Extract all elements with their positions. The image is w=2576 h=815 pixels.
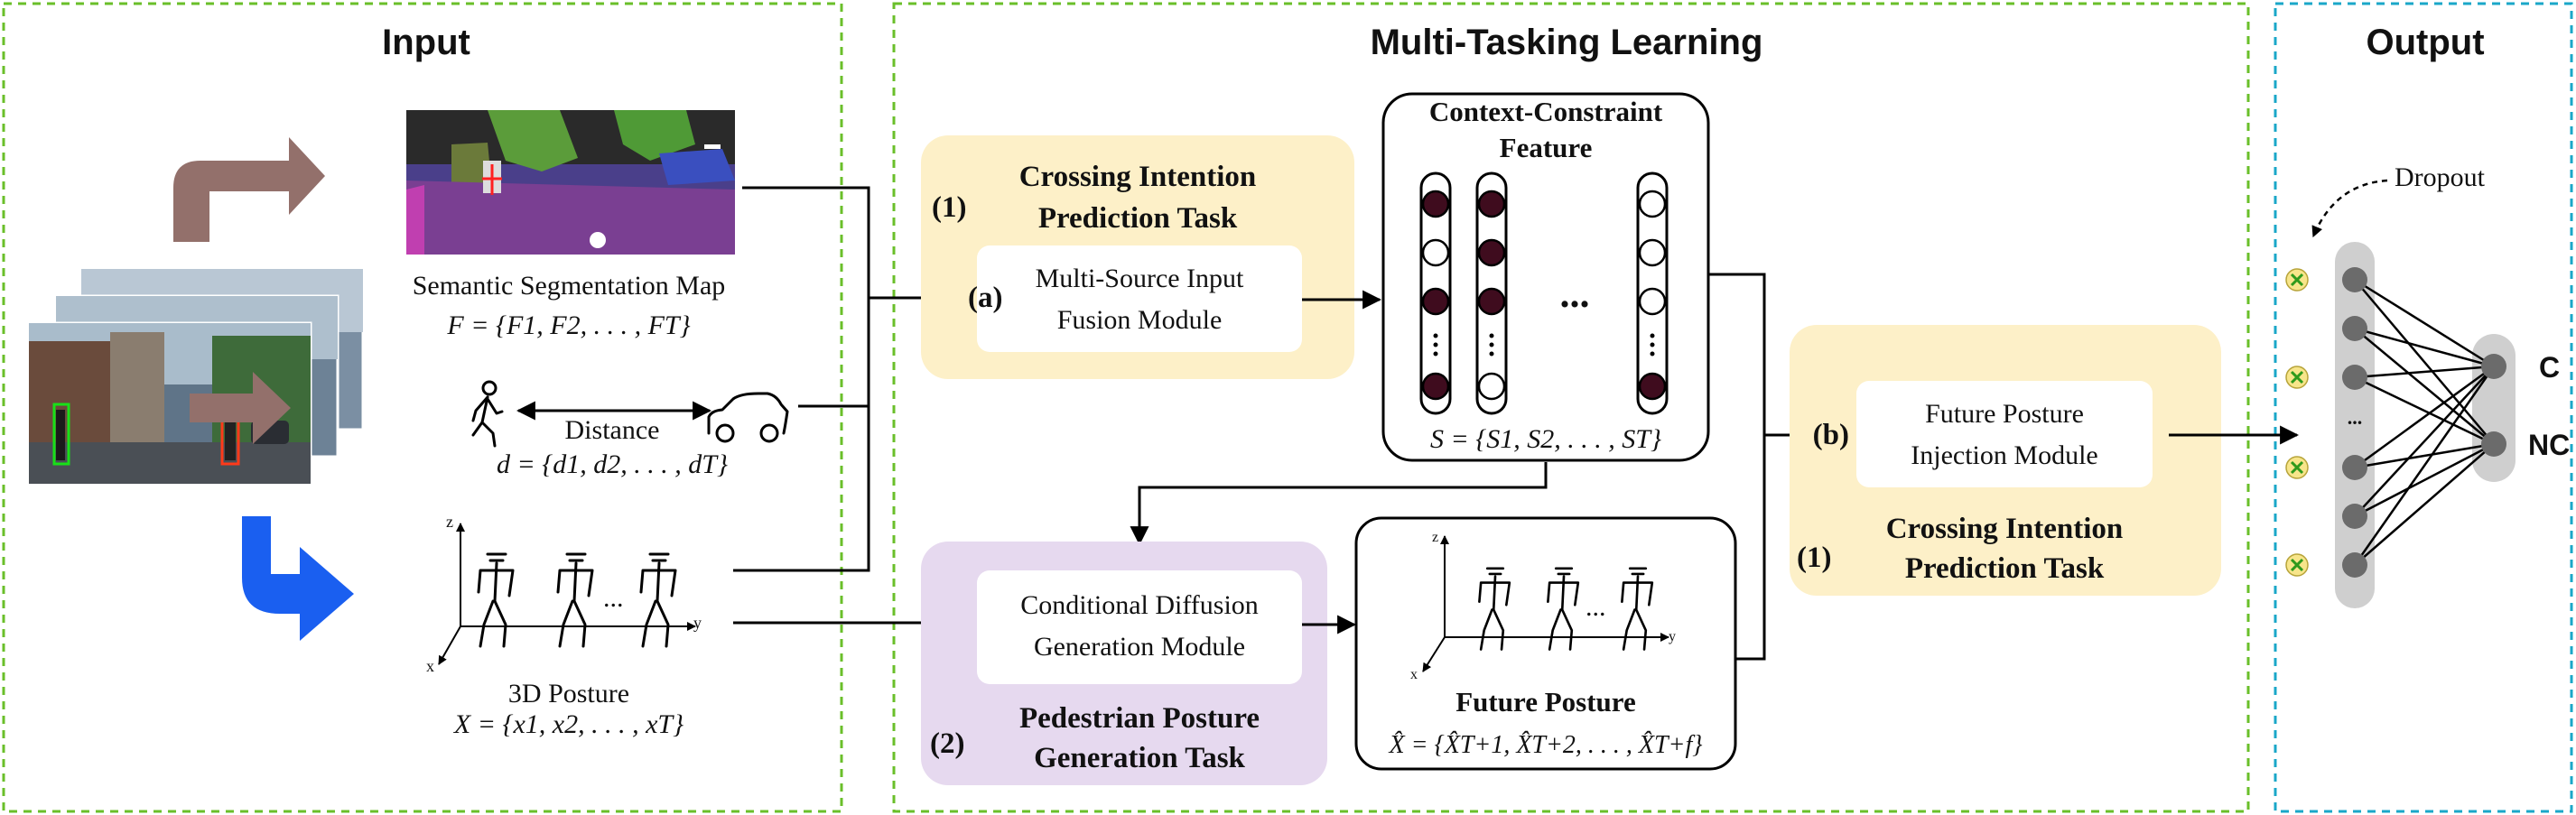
seg-label: Semantic Segmentation Map	[413, 271, 726, 301]
context-to-diffusion-wire	[1130, 462, 1548, 546]
future-posture-box	[1354, 516, 1737, 771]
feature-column-1	[1419, 171, 1452, 415]
task2-title-1: Pedestrian Posture	[1019, 702, 1260, 735]
task1-title-1: Crossing Intention	[1019, 161, 1257, 193]
future-title: Future Posture	[1455, 686, 1635, 718]
dropout-label: Dropout	[2395, 162, 2486, 192]
class-c-label: C	[2539, 351, 2560, 384]
feature-column-3	[1636, 171, 1669, 415]
fusion-letter: (a)	[968, 282, 1002, 314]
context-feature-box	[1381, 92, 1710, 462]
output-panel	[2274, 2, 2573, 813]
future-ellipsis: ...	[1586, 592, 1606, 622]
fusion-label-2: Fusion Module	[1057, 305, 1223, 335]
output-title: Output	[2366, 23, 2484, 62]
distance-formula: d = {d1, d2, . . . , dT}	[497, 449, 728, 479]
future-axis-z: z	[1432, 530, 1438, 545]
fusion-label-1: Multi-Source Input	[1036, 264, 1244, 293]
injection-module	[1856, 381, 2153, 487]
output-nodes	[2481, 354, 2506, 457]
seg-branch-arrow	[173, 137, 325, 242]
posture-axes	[438, 523, 696, 665]
diffusion-label-2: Generation Module	[1034, 632, 1245, 662]
segmentation-map	[406, 110, 735, 255]
posture-skeleton-2	[556, 552, 594, 648]
task1b-number: (1)	[1797, 542, 1831, 574]
future-axis-x: x	[1410, 667, 1418, 682]
injection-label-1: Future Posture	[1925, 399, 2084, 429]
mtl-panel	[892, 2, 2250, 813]
input-title: Input	[382, 23, 470, 62]
context-formula: S = {S1, S2, . . . , ST}	[1430, 424, 1661, 454]
car-icon	[707, 392, 789, 443]
posture-axis-z: z	[446, 513, 453, 531]
posture-skeleton-3	[639, 552, 677, 648]
task2-title-2: Generation Task	[1034, 742, 1245, 774]
diffusion-module	[977, 570, 1302, 684]
injection-label-2: Injection Module	[1911, 440, 2097, 470]
context-title-1: Context-Constraint	[1429, 96, 1663, 127]
seg-formula: F = {F1, F2, . . . , FT}	[446, 310, 690, 340]
hidden-ellipsis: ...	[2348, 406, 2363, 429]
future-formula: X̂ = {X̂T+1, X̂T+2, . . . , X̂T+f}	[1389, 731, 1703, 759]
task1b-title-1: Crossing Intention	[1886, 513, 2124, 545]
mtl-title: Multi-Tasking Learning	[1371, 23, 1763, 62]
video-frames	[27, 267, 365, 486]
posture-skeleton-1	[477, 552, 515, 648]
distance-branch-arrow	[190, 372, 291, 444]
dropout-arrow	[2311, 179, 2388, 238]
future-axis-y: y	[1669, 629, 1676, 644]
pedestrian-icon	[471, 380, 504, 448]
hidden-nodes	[2342, 267, 2367, 578]
context-title-2: Feature	[1500, 132, 1593, 163]
future-skeleton-2	[1547, 567, 1580, 651]
distance-label: Distance	[565, 415, 660, 445]
fusion-module	[977, 245, 1302, 352]
task1b-title-2: Prediction Task	[1905, 552, 2105, 585]
posture-branch-arrow	[242, 516, 354, 641]
future-to-injection-wire	[1735, 435, 1766, 661]
future-skeleton-3	[1621, 567, 1654, 651]
diffusion-label-1: Conditional Diffusion	[1020, 590, 1259, 620]
class-nc-label: NC	[2528, 429, 2570, 461]
input-panel	[2, 2, 843, 813]
posture-label: 3D Posture	[508, 679, 629, 708]
injection-letter: (b)	[1813, 419, 1849, 451]
context-to-injection-wire	[1708, 273, 1766, 435]
task2-number: (2)	[930, 727, 964, 760]
posture-ellipsis: ...	[603, 583, 624, 613]
feature-ellipsis: ...	[1560, 272, 1590, 316]
dropout-nodes	[2285, 268, 2309, 577]
seg-wire	[742, 186, 870, 298]
posture-axis-x: x	[426, 657, 434, 675]
future-skeleton-1	[1478, 567, 1511, 651]
posture-axis-y: y	[693, 614, 702, 632]
network-edges	[2353, 278, 2496, 566]
task1-title-2: Prediction Task	[1038, 202, 1238, 235]
task1-number: (1)	[932, 191, 966, 224]
posture-wire	[733, 298, 870, 572]
posture-formula: X = {x1, x2, . . . , xT}	[453, 709, 684, 739]
feature-column-2	[1475, 171, 1508, 415]
